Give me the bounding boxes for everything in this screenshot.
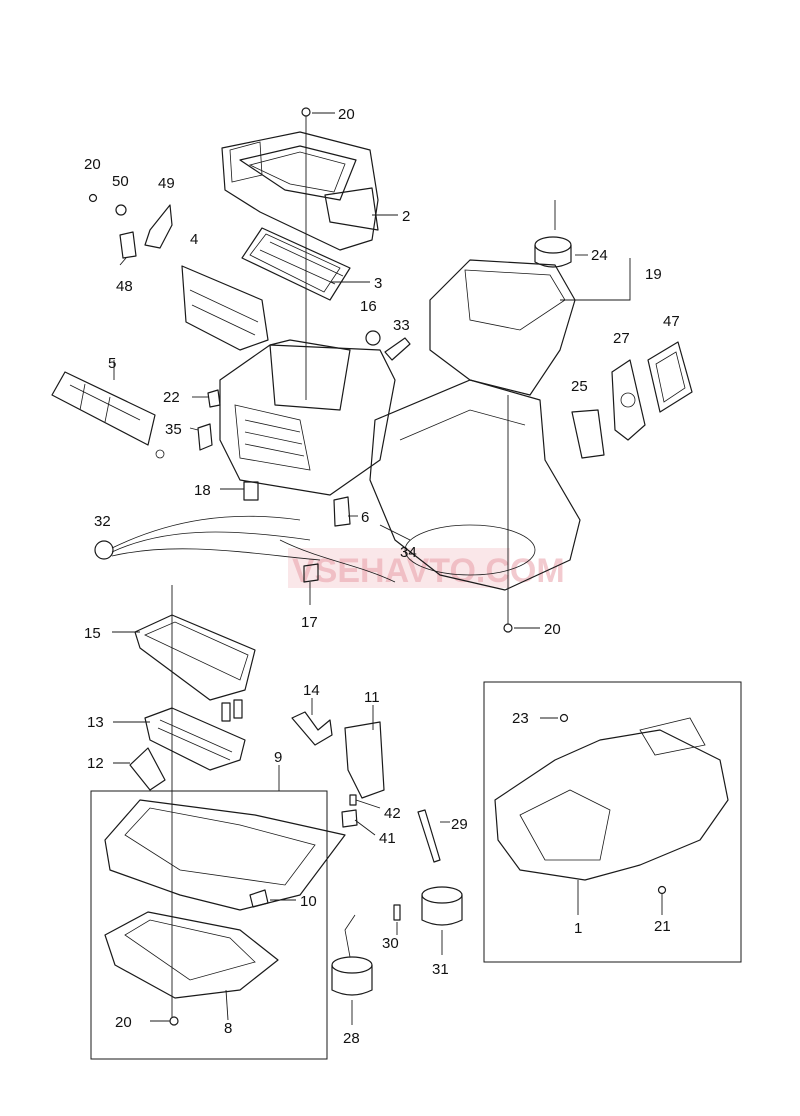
callout-16: 16 [360, 298, 377, 315]
callout-49: 49 [158, 175, 175, 192]
callout-21: 21 [654, 918, 671, 935]
callout-20-left: 20 [84, 156, 101, 173]
callouts: 20 20 50 49 2 4 48 24 19 3 16 33 47 27 5… [84, 106, 680, 1047]
watermark-band [288, 548, 510, 588]
watermark: VSEHAVTO.COM [292, 552, 565, 590]
callout-29: 29 [451, 816, 468, 833]
callout-35: 35 [165, 421, 182, 438]
part-41-clip [341, 809, 358, 828]
callout-17: 17 [301, 614, 318, 631]
callout-3: 3 [374, 275, 382, 292]
part-32-harness [94, 515, 396, 583]
callout-28: 28 [343, 1030, 360, 1047]
callout-20-top: 20 [338, 106, 355, 123]
callout-12: 12 [87, 755, 104, 772]
callout-2: 2 [402, 208, 410, 225]
callout-13: 13 [87, 714, 104, 731]
callout-25: 25 [571, 378, 588, 395]
part-50-washer [115, 204, 127, 216]
leader-lines [112, 112, 663, 1025]
callout-18: 18 [194, 482, 211, 499]
part-15-heater-case [134, 614, 256, 701]
callout-42: 42 [384, 805, 401, 822]
part-19-blower-case [429, 259, 576, 396]
part-16-cap [365, 330, 381, 346]
callout-27: 27 [613, 330, 630, 347]
part-33-clip [384, 337, 411, 361]
callout-24: 24 [591, 247, 608, 264]
main-housing [219, 339, 396, 496]
part-8-lower-housing [104, 911, 279, 999]
part-49-lever [144, 204, 173, 249]
part-28-actuator [331, 914, 373, 996]
callout-4: 4 [190, 231, 198, 248]
part-11-plate [344, 721, 385, 799]
callout-47: 47 [663, 313, 680, 330]
part-2-upper-duct [221, 131, 379, 251]
callout-20-mid: 20 [544, 621, 561, 638]
callout-50: 50 [112, 173, 129, 190]
callout-30: 30 [382, 935, 399, 952]
callout-15: 15 [84, 625, 101, 642]
callout-5: 5 [108, 355, 116, 372]
callout-32: 32 [94, 513, 111, 530]
part-6-bracket [333, 496, 351, 527]
part-4-door [181, 265, 269, 351]
part-18-clip [243, 481, 259, 501]
callout-6: 6 [361, 509, 369, 526]
inset-frame-lower-case [90, 790, 328, 1060]
part-9-lower-case [104, 799, 346, 911]
callout-14: 14 [303, 682, 320, 699]
callout-34: 34 [400, 544, 417, 561]
part-22-clip [207, 389, 221, 408]
callout-33: 33 [393, 317, 410, 334]
part-14-bracket [291, 711, 333, 746]
part-27-gasket [611, 359, 646, 441]
inset-frame-assembly [483, 681, 742, 963]
callout-19: 19 [645, 266, 662, 283]
part-30-screw [393, 904, 401, 921]
part-48-link [119, 231, 137, 259]
callout-23: 23 [512, 710, 529, 727]
part-29-rod [417, 809, 441, 863]
part-5-door [51, 371, 165, 459]
part-31-actuator [421, 886, 463, 926]
callout-22: 22 [163, 389, 180, 406]
blower-housing [369, 379, 581, 591]
part-25-bracket [571, 409, 605, 459]
part-10-clip [249, 889, 269, 908]
callout-48: 48 [116, 278, 133, 295]
callout-1: 1 [574, 920, 582, 937]
part-42-screw [349, 794, 357, 806]
part-13-heater-core [144, 699, 246, 771]
callout-20-bottom: 20 [115, 1014, 132, 1031]
part-12-seal [129, 747, 166, 791]
callout-9: 9 [274, 749, 282, 766]
callout-31: 31 [432, 961, 449, 978]
part-24-motor [534, 236, 572, 268]
callout-8: 8 [224, 1020, 232, 1037]
callout-41: 41 [379, 830, 396, 847]
callout-10: 10 [300, 893, 317, 910]
callout-11: 11 [364, 689, 380, 706]
part-35-clip [197, 423, 213, 451]
part-17-clip [303, 563, 319, 583]
part-3-filter [241, 227, 351, 301]
part-47-seal [647, 341, 693, 413]
part-1-assembly [494, 717, 729, 881]
